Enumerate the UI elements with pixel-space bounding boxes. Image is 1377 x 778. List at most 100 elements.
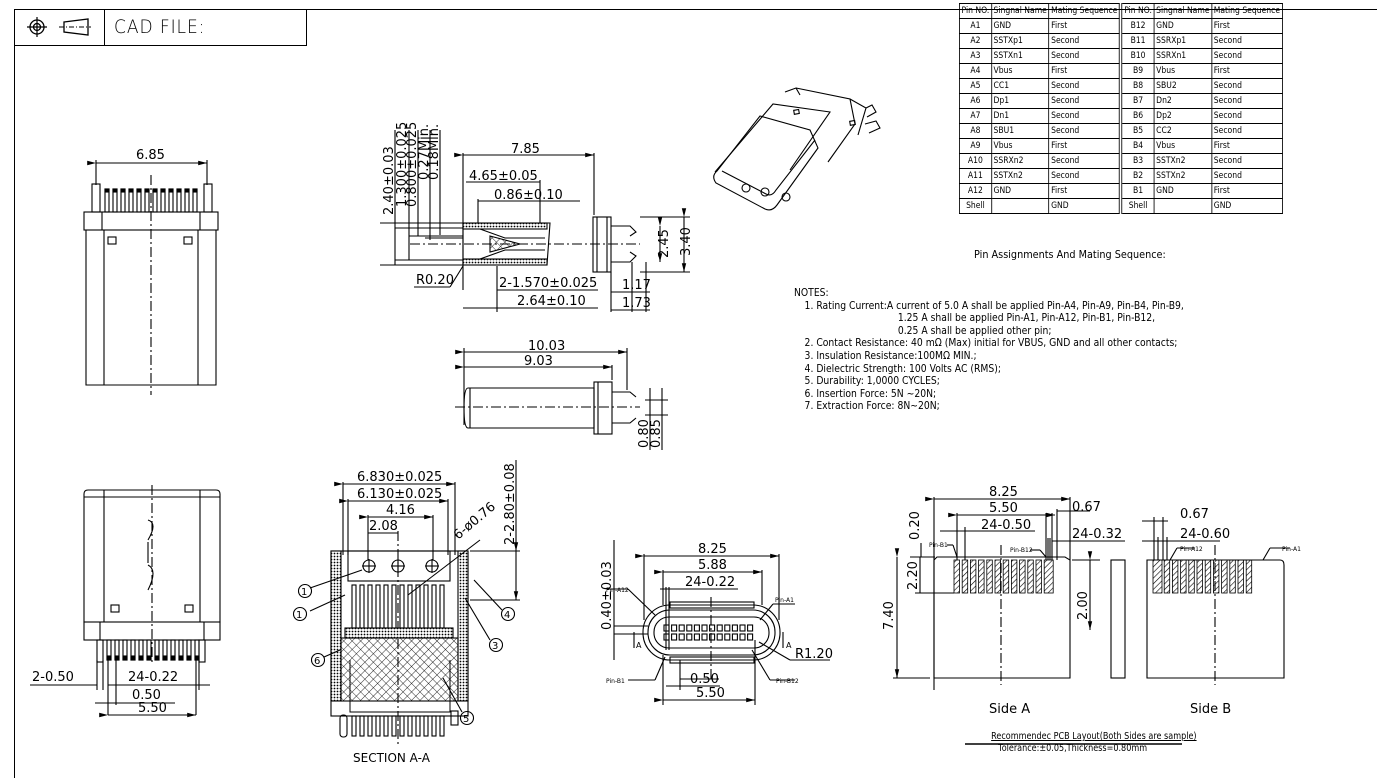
- cell-pin-no: A6: [959, 93, 992, 109]
- contact-pin: [731, 624, 738, 632]
- contact-pin-tip: [176, 188, 182, 193]
- cell-pin-no-b: B11: [1121, 33, 1155, 49]
- pcb-side-b: [1142, 517, 1290, 685]
- cell-signal-name-b: CC2: [1153, 123, 1213, 139]
- contact-pin: [686, 624, 693, 632]
- pcb-pad: [1027, 559, 1034, 594]
- cell-pin-no: A7: [959, 108, 992, 124]
- label-pin-b12: Pin-B12: [776, 678, 799, 685]
- contact-pin: [724, 624, 731, 632]
- cell-mating-sequence-b: First: [1211, 183, 1283, 199]
- contact-pin-tip: [168, 188, 174, 193]
- label-pin-b1: Pin-B1: [606, 678, 625, 685]
- solder-tail: [359, 715, 365, 737]
- cell-pin-no-b: B1: [1121, 183, 1155, 199]
- cell-pin-no: A3: [959, 48, 992, 64]
- drawing-frame: [14, 9, 1377, 778]
- cell-pin-no: A4: [959, 63, 992, 79]
- solder-tail: [423, 715, 429, 737]
- cell-mating-sequence-b: First: [1211, 63, 1283, 79]
- dim-front-radius: R1.20: [795, 647, 833, 662]
- table-gap: [1119, 183, 1123, 199]
- section-aa-view: [292, 460, 520, 745]
- table-gap: [1119, 3, 1123, 19]
- contact-pin: [671, 624, 678, 632]
- note-7: 7. Extraction Force: 8N~20N;: [804, 400, 940, 413]
- contact-pin-tip: [106, 655, 112, 661]
- title-block-icons: [14, 9, 105, 45]
- contact-pin: [375, 584, 381, 629]
- table-gap: [1119, 153, 1123, 169]
- dim-side-g: 2.45: [657, 229, 672, 258]
- cell-mating-sequence-b: Second: [1211, 78, 1283, 94]
- note-2: 2. Contact Resistance: 40 mΩ (Max) initi…: [804, 337, 1178, 350]
- pcb-pad: [1043, 559, 1054, 594]
- cell-signal-name: Dn1: [990, 108, 1050, 124]
- pcb-a-dim-8: 7.40: [882, 601, 897, 630]
- dim-side-d: 2.64±0.10: [517, 294, 586, 309]
- cell-pin-no-b: B3: [1121, 153, 1155, 169]
- cell-signal-name-b: SSRXp1: [1153, 33, 1213, 49]
- dim-front-inner: 5.88: [698, 558, 727, 573]
- pcb-pad: [986, 559, 993, 594]
- section-mark-a-left: A: [636, 641, 642, 650]
- header-pin-no: Pin NO.: [959, 3, 992, 19]
- header-mating-sequence-b: Mating Sequence: [1211, 3, 1283, 19]
- contact-pin: [739, 633, 746, 641]
- pcb-caption-title: Recommendec PCB Layout(Both Sides are sa…: [991, 731, 1197, 742]
- contact-pin-tip: [160, 188, 166, 193]
- header-pin-no-b: Pin NO.: [1121, 3, 1155, 19]
- solder-tail: [407, 715, 413, 737]
- table-gap: [1119, 198, 1123, 214]
- contact-pin-tip: [144, 188, 150, 193]
- pcb-pad: [953, 559, 960, 594]
- contact-pin-tip: [194, 655, 200, 661]
- notes-block: NOTES: 1. Rating Current:A current of 5.…: [794, 287, 1184, 413]
- note-3: 3. Insulation Resistance:100MΩ MIN.;: [804, 349, 977, 362]
- contact-pin: [709, 624, 716, 632]
- dim-sideview-overall: 10.03: [528, 339, 565, 354]
- pcb-a-dim-4: 24-0.50: [981, 518, 1031, 533]
- contact-pin: [407, 584, 413, 629]
- contact-pin-tip: [146, 655, 152, 661]
- contact-pin: [739, 624, 746, 632]
- dim-side-h: 3.40: [679, 227, 694, 256]
- side-section-view: [380, 130, 690, 312]
- cell-mating-sequence: Second: [1048, 123, 1120, 139]
- dim-sec-3: 4.16: [386, 503, 415, 518]
- cell-pin-no: A11: [959, 168, 992, 184]
- pin-table-header: Pin NO. Singnal Name Mating Sequence Pin…: [959, 3, 1283, 19]
- dim-front-overall: 8.25: [698, 542, 727, 557]
- dim-sec-holes: 6-ø0.76: [451, 500, 499, 544]
- pcb-pad: [994, 559, 1001, 594]
- dim-side-a: 4.65±0.05: [469, 169, 538, 184]
- label-pin-a12: Pin-A12: [606, 587, 629, 594]
- pcb-a-dim-6: 0.20: [908, 511, 923, 540]
- pcb-pad: [978, 559, 985, 594]
- callout-1b: 1: [296, 610, 302, 621]
- contact-pin: [731, 633, 738, 641]
- table-gap: [1119, 78, 1123, 94]
- pcb-a-dim-7: 2.20: [906, 561, 921, 590]
- cell-signal-name: SBU1: [990, 123, 1050, 139]
- contact-pin: [431, 584, 437, 629]
- contact-pin: [367, 584, 373, 629]
- cell-mating-sequence: First: [1048, 18, 1120, 34]
- section-mark-a-right: A: [786, 641, 792, 650]
- front-view: [607, 540, 830, 705]
- cell-signal-name-b: Vbus: [1153, 63, 1213, 79]
- cell-mating-sequence: First: [1048, 183, 1120, 199]
- cell-signal-name-b: Dp2: [1153, 108, 1213, 124]
- cell-signal-name-b: SBU2: [1153, 78, 1213, 94]
- shell-tab: [96, 639, 104, 663]
- dim-front-span: 5.50: [696, 686, 725, 701]
- note-1-cont-a: 1.25 A shall be applied Pin-A1, Pin-A12,…: [897, 312, 1156, 325]
- dim-vert-1: 2.40±0.03: [382, 146, 397, 215]
- cell-signal-name: SSTXp1: [990, 33, 1050, 49]
